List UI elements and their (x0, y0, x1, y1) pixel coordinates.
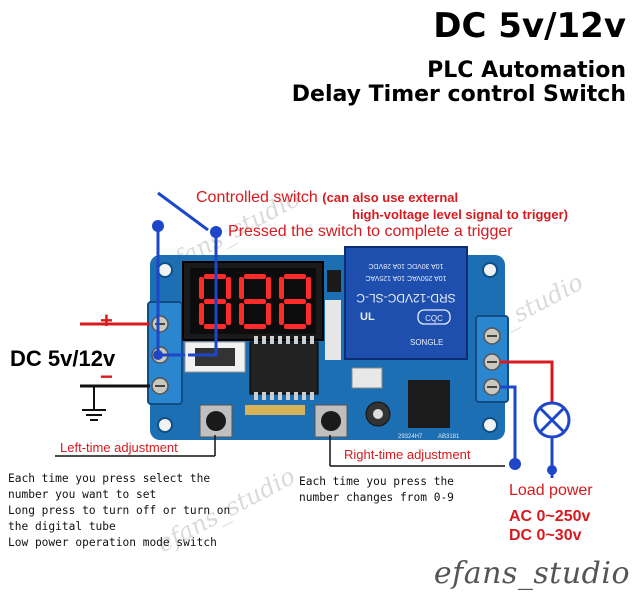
mount-hole-tr (482, 262, 498, 278)
display-segment-2-2 (306, 303, 311, 325)
display-segment-2-1 (306, 277, 311, 299)
display-segment-2-6 (284, 299, 306, 304)
relay-brand: SONGLE (410, 338, 443, 347)
page-title: DC 5v/12v (433, 6, 626, 46)
svg-text:UL: UL (360, 311, 375, 323)
display-segment-1-1 (266, 277, 271, 299)
display-segment-0-5 (199, 277, 204, 299)
relay (344, 246, 468, 360)
left-time-label: Left-time adjustment (60, 440, 178, 455)
chip-label-1: 29324H7 (398, 434, 423, 440)
relay-rating-1: 10A 250VAC 10A 125VAC (365, 274, 446, 281)
power-input-label: DC 5v/12v (10, 346, 116, 371)
load-wire-red (500, 360, 554, 402)
right-button-description: Each time you press the number changes f… (299, 475, 454, 504)
controlled-switch-note: high-voltage level signal to trigger) (352, 207, 568, 222)
relay-rating-2: 10A 30VDC 10A 28VDC (368, 262, 443, 269)
display-segment-0-4 (199, 303, 204, 325)
mount-hole-br (482, 417, 498, 433)
display-segment-2-0 (284, 274, 306, 279)
display-segment-1-4 (239, 303, 244, 325)
display-segment-2-3 (284, 324, 306, 329)
display-segment-1-3 (244, 324, 266, 329)
page-subtitle-line2: Delay Timer control Switch (291, 82, 626, 107)
switch-wire-right (188, 232, 218, 357)
transistor (408, 380, 450, 428)
display-segment-2-5 (279, 277, 284, 299)
load-wire-blue (500, 385, 517, 462)
display-segment-1-2 (266, 303, 271, 325)
display-segment-0-1 (226, 277, 231, 299)
display-segment-0-2 (226, 303, 231, 325)
mount-hole-bl (157, 417, 173, 433)
display-segment-1-0 (244, 274, 266, 279)
switch-lever (157, 191, 209, 232)
left-button-description: Each time you press select the number yo… (8, 472, 231, 549)
relay-model: SRD-12VDC-SL-C (356, 291, 456, 305)
svg-text:CQC: CQC (425, 314, 443, 323)
pressed-switch-label: Pressed the switch to complete a trigger (228, 223, 513, 240)
chip-label-2: AB3181 (438, 434, 460, 440)
right-time-label: Right-time adjustment (344, 447, 471, 462)
controlled-switch-label: Controlled switch (can also use external (196, 189, 459, 206)
watermark: efans_studio (433, 556, 630, 591)
load-dc-label: DC 0~30v (509, 527, 582, 544)
page-subtitle-line1: PLC Automation (427, 58, 626, 83)
display-segment-1-6 (244, 299, 266, 304)
display-segment-1-5 (239, 277, 244, 299)
display-segment-2-4 (279, 303, 284, 325)
plus-sign: + (100, 308, 113, 333)
minus-sign: − (100, 364, 113, 389)
load-power-label: Load power (509, 482, 593, 499)
main-ic (249, 341, 319, 395)
mount-hole-tl (157, 262, 173, 278)
load-ac-label: AC 0~250v (509, 508, 591, 525)
